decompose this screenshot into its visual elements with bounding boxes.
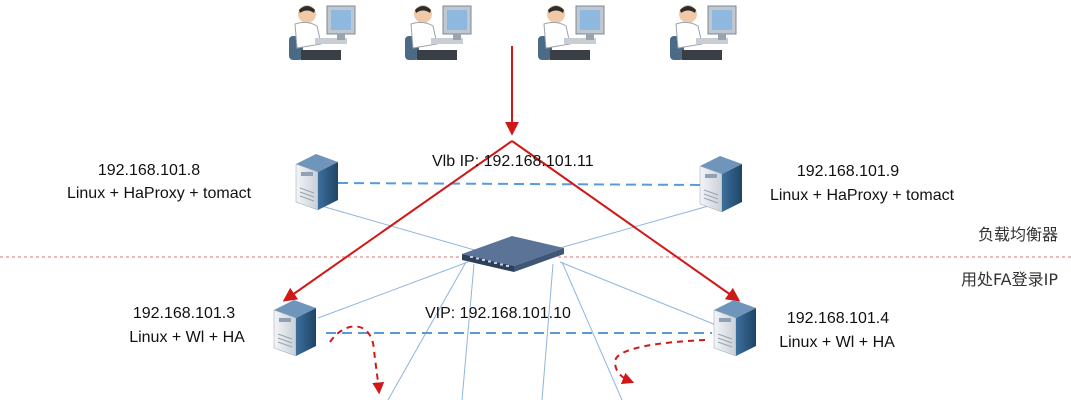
app-right-role: Linux + Wl + HA [779, 334, 895, 351]
network-switch-icon [462, 236, 564, 272]
user-at-computer-icon [405, 5, 472, 60]
server-icon-app-left [273, 300, 316, 357]
failover-arrow-left [329, 325, 385, 395]
zone-label-login-ip: 用处FA登录IP [961, 270, 1058, 289]
vip-label: VIP: 192.168.101.10 [425, 305, 571, 322]
lb-right-ip: 192.168.101.9 [797, 163, 899, 180]
failover-arrow-right [613, 339, 706, 385]
server-icon-lb-left [295, 154, 338, 211]
lb-right-role: Linux + HaProxy + tomact [770, 187, 955, 204]
user-at-computer-icon [538, 5, 605, 60]
app-right-ip: 192.168.101.4 [787, 310, 889, 327]
server-icon-lb-right [699, 156, 742, 213]
server-icon-app-right [713, 300, 756, 357]
vlb-ip-label: Vlb IP: 192.168.101.11 [432, 153, 594, 170]
app-left-role: Linux + Wl + HA [129, 329, 245, 346]
lb-left-ip: 192.168.101.8 [98, 162, 200, 179]
link-switch-down-1 [387, 261, 467, 400]
lb-left-role: Linux + HaProxy + tomact [67, 185, 252, 202]
link-switch-lb-right [534, 204, 713, 256]
link-switch-down-4 [561, 261, 623, 400]
user-group [289, 5, 737, 60]
link-switch-down-3 [541, 263, 554, 400]
link-switch-app-right [559, 261, 717, 326]
switch-links [317, 204, 717, 400]
link-switch-app-left [317, 261, 469, 319]
user-at-computer-icon [289, 5, 356, 60]
zone-label-load-balancer: 负载均衡器 [978, 225, 1058, 244]
link-switch-down-2 [461, 263, 475, 400]
user-at-computer-icon [670, 5, 737, 60]
link-switch-lb-left [317, 204, 493, 256]
heartbeat-lb [337, 182, 706, 186]
arrow-vlb-to-app-left [282, 140, 513, 302]
arrow-vlb-to-app-right [511, 140, 741, 302]
app-left-ip: 192.168.101.3 [133, 305, 235, 322]
